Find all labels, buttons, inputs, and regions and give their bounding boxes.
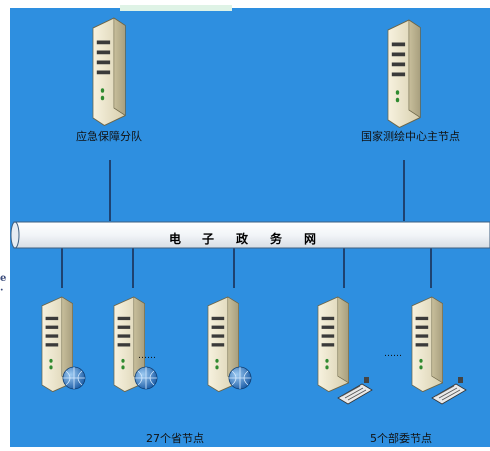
- bus-label-char: 子: [202, 232, 215, 246]
- bus-label-char: 务: [270, 232, 283, 246]
- label-emergency-team: 应急保障分队: [76, 130, 142, 143]
- ellipsis-provinces: ……: [138, 351, 156, 361]
- globe-icon: [62, 366, 86, 390]
- globe-icon: [228, 366, 252, 390]
- top-tab-fragment: [120, 5, 232, 11]
- bus-label-char: 电: [169, 232, 182, 246]
- server-icon-ministry-1: [317, 296, 350, 393]
- connector-lines: [61, 160, 432, 288]
- network-card-icon: [337, 377, 373, 405]
- bus-label-char: 政: [236, 232, 249, 246]
- globe-icon: [134, 366, 158, 390]
- bus-label-char: 网: [304, 232, 317, 246]
- label-ministry-nodes: 5个部委节点: [370, 432, 432, 445]
- network-card-icon: [431, 377, 467, 405]
- server-icon-ministry-2: [411, 296, 444, 393]
- label-provincial-nodes: 27个省节点: [146, 432, 204, 445]
- server-icon-main-node: [387, 19, 421, 129]
- ellipsis-ministries: ……: [384, 349, 402, 359]
- label-main-node: 国家测绘中心主节点: [361, 130, 460, 143]
- network-bus: [10, 221, 490, 249]
- side-text-fragment: e: [0, 273, 7, 284]
- side-text-fragment: ·: [0, 285, 4, 296]
- server-icon-emergency: [92, 17, 126, 127]
